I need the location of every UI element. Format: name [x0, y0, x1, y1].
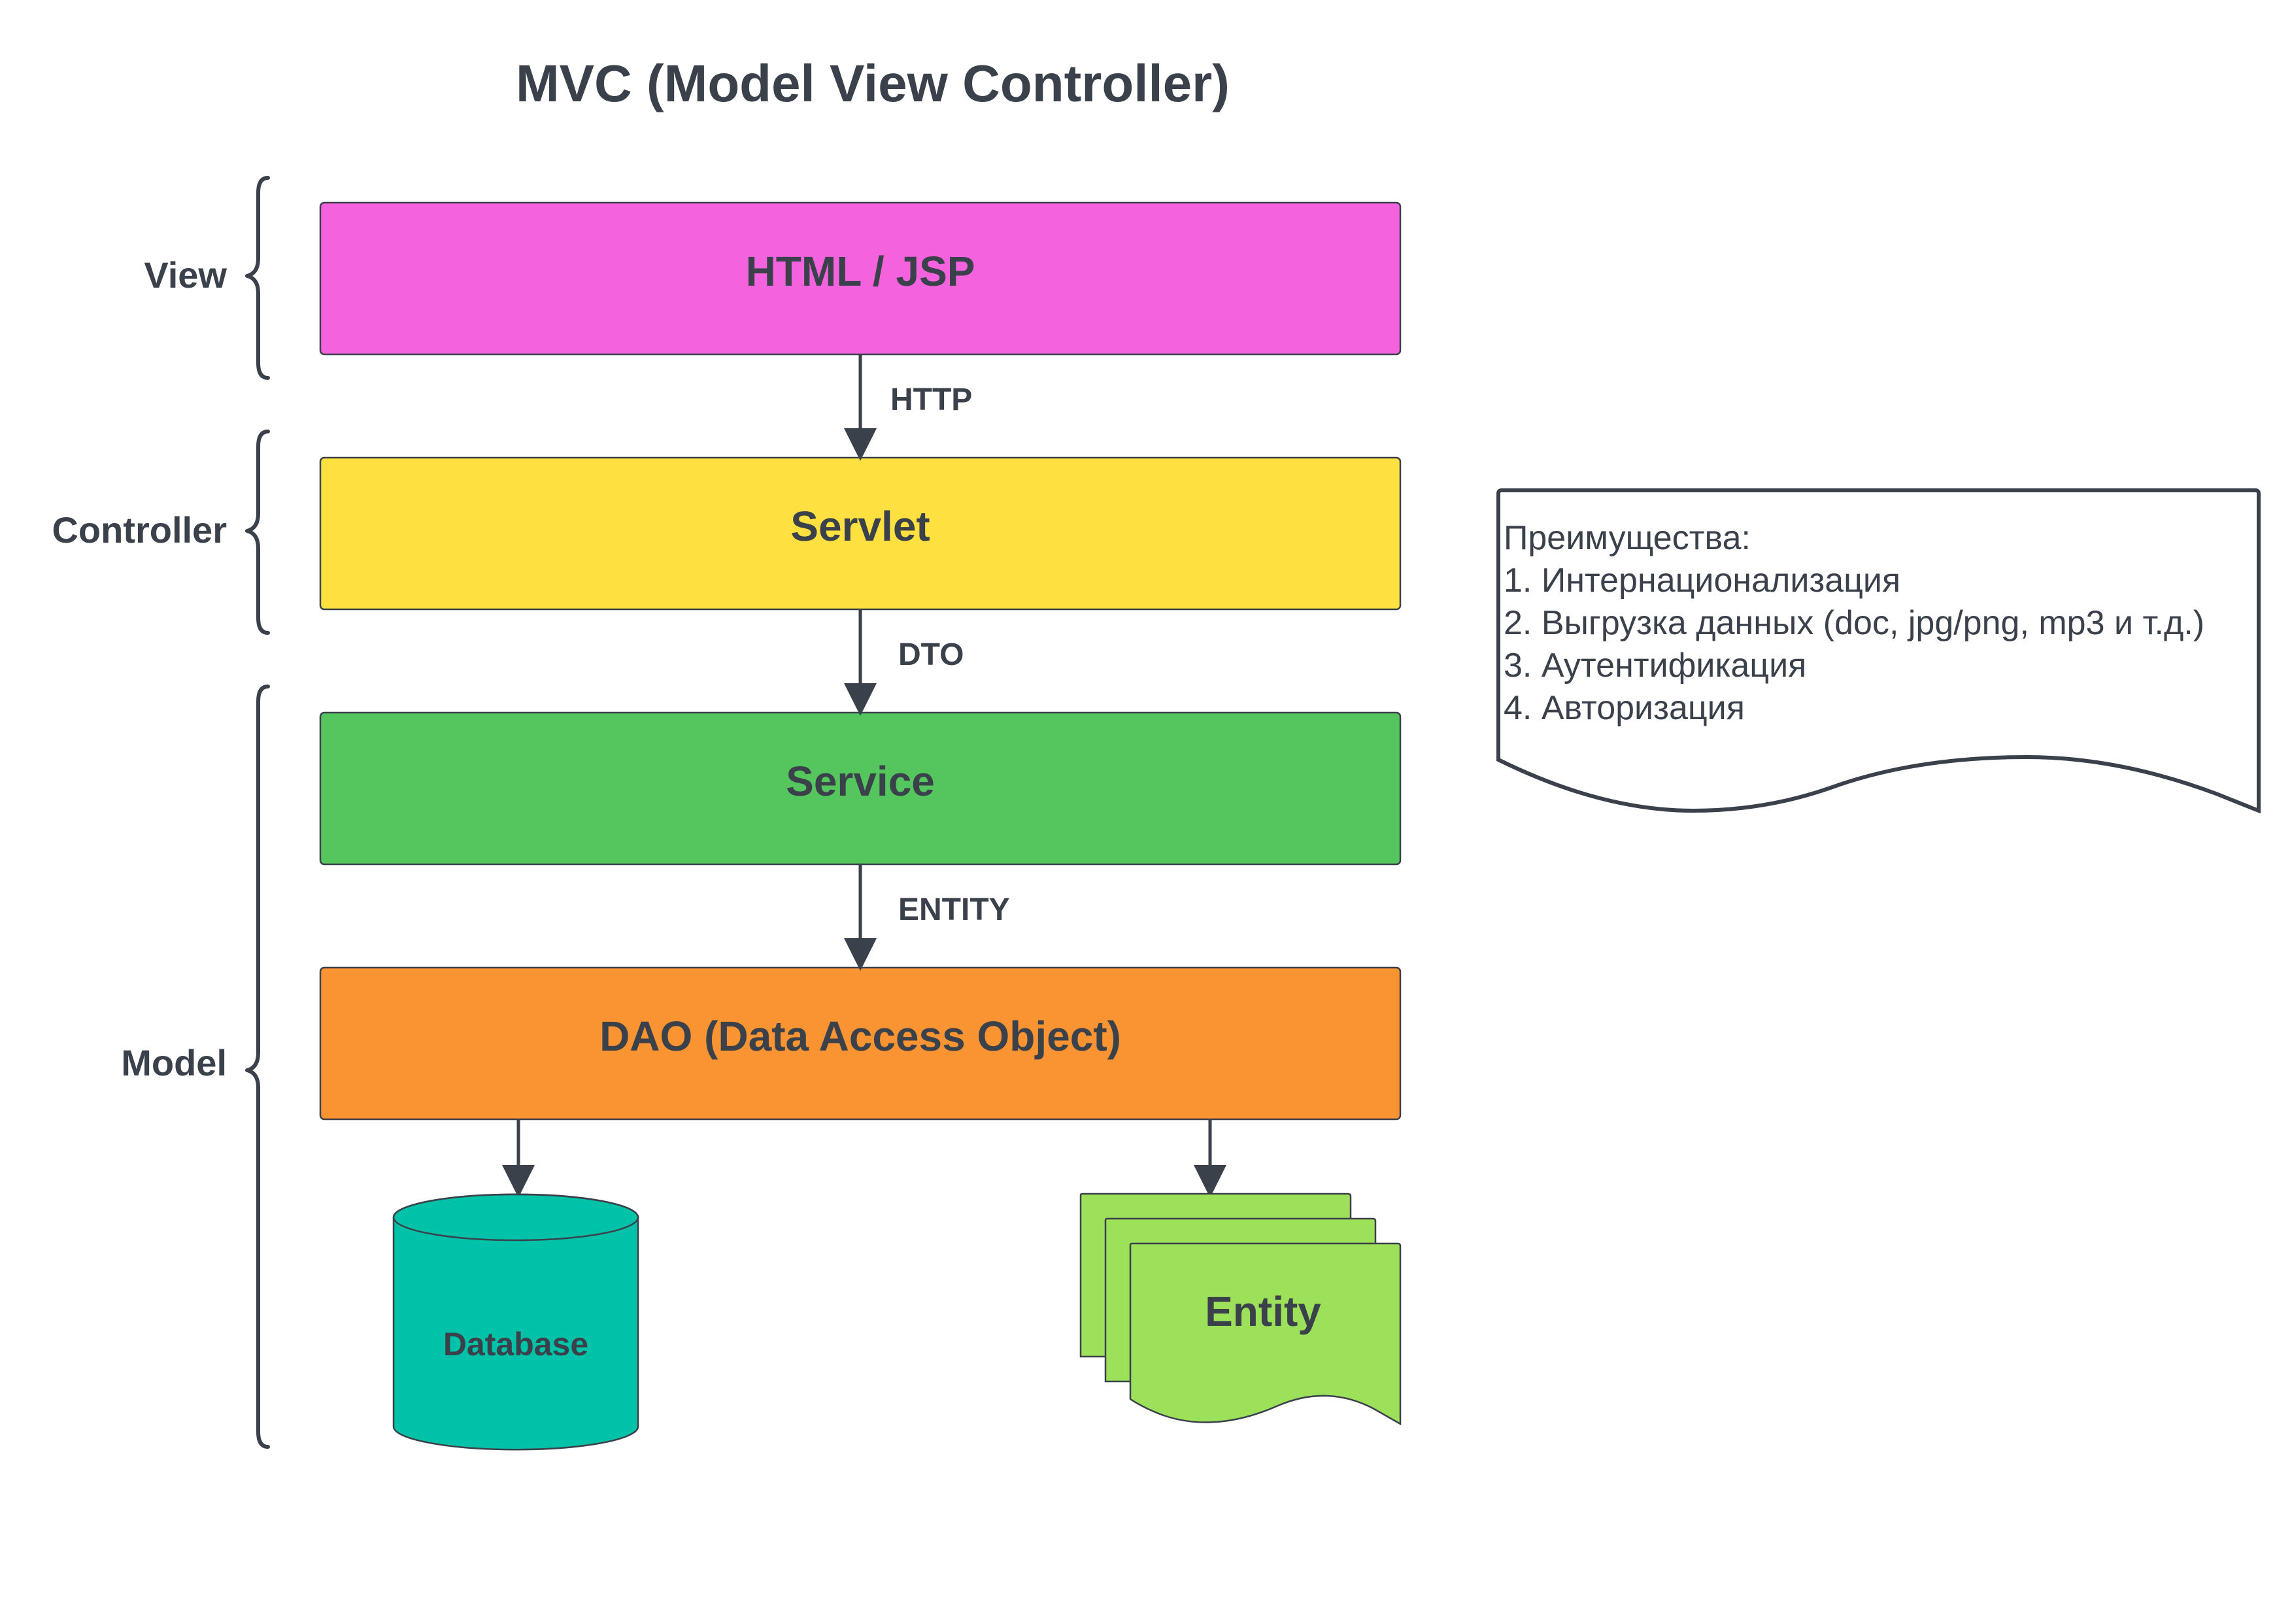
entity-arrow-label: ENTITY [898, 892, 1010, 927]
note-line-3: 2. Выгрузка данных (doc, jpg/png, mp3 и … [1504, 604, 2204, 642]
controller-brace [245, 430, 270, 635]
layer-label-view: View [144, 254, 227, 296]
servlet-label: Servlet [790, 503, 930, 550]
dao-label: DAO (Data Access Object) [599, 1013, 1121, 1060]
entity-documents [1079, 1193, 1402, 1426]
http-arrow-label: HTTP [890, 382, 972, 417]
database-label: Database [443, 1326, 588, 1362]
note-line-5: 4. Авторизация [1504, 689, 1745, 727]
note-line-2: 1. Интернационализация [1504, 562, 1900, 600]
entity-label: Entity [1205, 1288, 1321, 1335]
dto-arrow-label: DTO [898, 637, 964, 672]
page-title: MVC (Model View Controller) [516, 54, 1230, 112]
note-line-4: 3. Аутентификация [1504, 647, 1806, 685]
html-jsp-label: HTML / JSP [746, 248, 975, 295]
note-line-1: Преимущества: [1504, 519, 1751, 557]
database-cylinder [392, 1193, 639, 1451]
advantages-note [1496, 488, 2261, 814]
service-label: Service [786, 758, 935, 805]
layer-label-model: Model [121, 1042, 227, 1083]
layer-label-controller: Controller [52, 509, 227, 550]
model-brace [245, 685, 270, 1449]
view-brace [245, 176, 270, 380]
